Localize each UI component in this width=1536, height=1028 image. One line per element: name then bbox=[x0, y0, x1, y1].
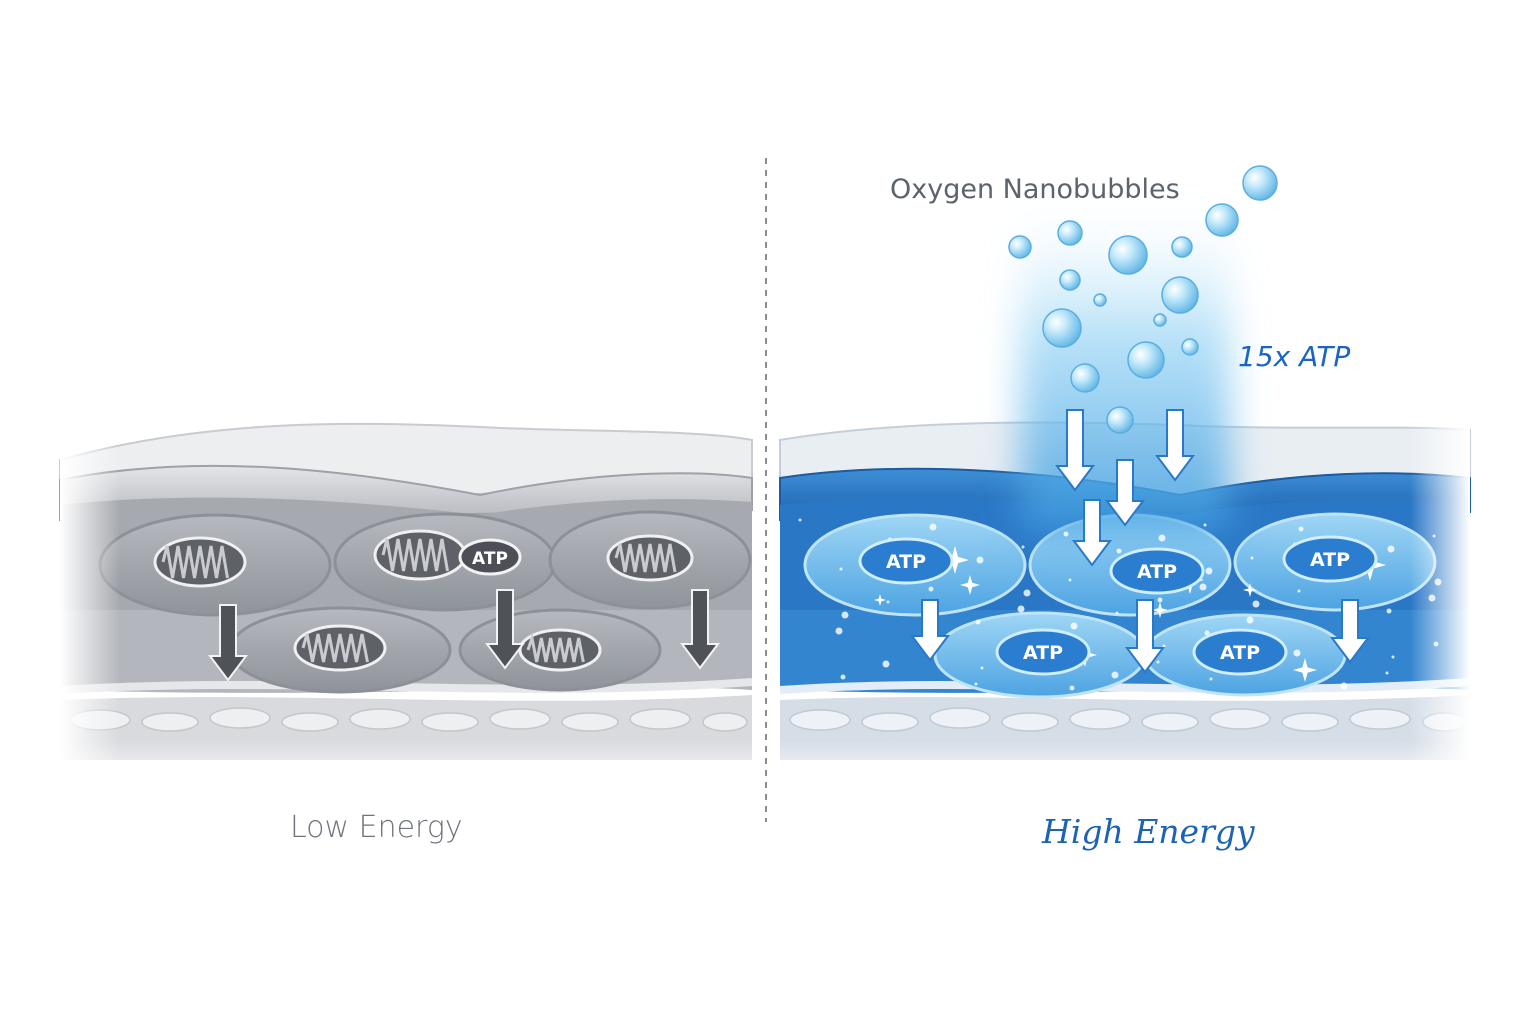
oxygen-bubble bbox=[1070, 363, 1100, 393]
low-down-arrow bbox=[208, 604, 248, 682]
sparkle bbox=[960, 575, 980, 595]
high-atp-badge: ATP bbox=[858, 537, 954, 585]
oxygen-bubble bbox=[1042, 308, 1082, 348]
oxygen-flow-arrow bbox=[1055, 409, 1095, 492]
oxygen-bubble bbox=[1153, 313, 1167, 327]
sparkle bbox=[1293, 658, 1317, 682]
mitochondrion bbox=[518, 628, 602, 672]
sparkle bbox=[1243, 583, 1257, 597]
oxygen-bubble bbox=[1181, 338, 1199, 356]
low-down-arrow bbox=[680, 589, 720, 670]
low-energy-tissue: ATP bbox=[59, 410, 760, 790]
low-atp-badge: ATP bbox=[458, 538, 522, 576]
high-atp-badge: ATP bbox=[1282, 535, 1378, 583]
mitochondrion bbox=[606, 534, 694, 582]
oxygen-bubble bbox=[1093, 293, 1107, 307]
oxygen-flow-arrow bbox=[1330, 599, 1370, 664]
oxygen-bubble bbox=[1106, 406, 1134, 434]
high-energy-tissue: ATP ATP ATP ATP ATP bbox=[779, 165, 1480, 790]
high-atp-badge: ATP bbox=[995, 628, 1091, 676]
oxygen-flow-arrow bbox=[1125, 599, 1165, 674]
low-down-arrow bbox=[485, 589, 525, 670]
oxygen-bubble bbox=[1205, 203, 1239, 237]
oxygen-flow-arrow bbox=[1155, 409, 1195, 482]
high-atp-badge: ATP bbox=[1109, 547, 1205, 595]
oxygen-bubble bbox=[1242, 165, 1278, 201]
low-energy-label: Low Energy bbox=[290, 810, 463, 845]
high-atp-badge: ATP bbox=[1192, 628, 1288, 676]
oxygen-flow-arrow bbox=[910, 599, 950, 662]
high-atp-badge-text: ATP bbox=[1310, 549, 1350, 571]
oxygen-bubble bbox=[1059, 269, 1081, 291]
oxygen-bubble bbox=[1008, 235, 1032, 259]
high-atp-badge-text: ATP bbox=[1220, 642, 1260, 664]
low-atp-badge-text: ATP bbox=[472, 549, 508, 569]
high-energy-label: High Energy bbox=[1042, 812, 1255, 851]
high-atp-badge-text: ATP bbox=[1023, 642, 1063, 664]
oxygen-nanobubbles-label: Oxygen Nanobubbles bbox=[890, 174, 1180, 205]
oxygen-bubble bbox=[1171, 236, 1193, 258]
mitochondrion bbox=[153, 536, 247, 588]
high-atp-badge-text: ATP bbox=[1137, 561, 1177, 583]
sparkle bbox=[1152, 602, 1168, 618]
oxygen-bubble bbox=[1127, 341, 1165, 379]
sparkle bbox=[874, 594, 886, 606]
mitochondrion bbox=[293, 624, 387, 672]
oxygen-bubble bbox=[1161, 276, 1199, 314]
mitochondrion bbox=[373, 529, 467, 581]
oxygen-flow-arrow bbox=[1072, 499, 1112, 567]
sparkle bbox=[941, 546, 969, 574]
oxygen-bubble bbox=[1057, 220, 1083, 246]
oxygen-flow-arrow bbox=[1105, 459, 1145, 527]
oxygen-bubble bbox=[1108, 235, 1148, 275]
atp-multiplier-label: 15x ATP bbox=[1238, 340, 1351, 373]
high-atp-badge-text: ATP bbox=[886, 551, 926, 573]
